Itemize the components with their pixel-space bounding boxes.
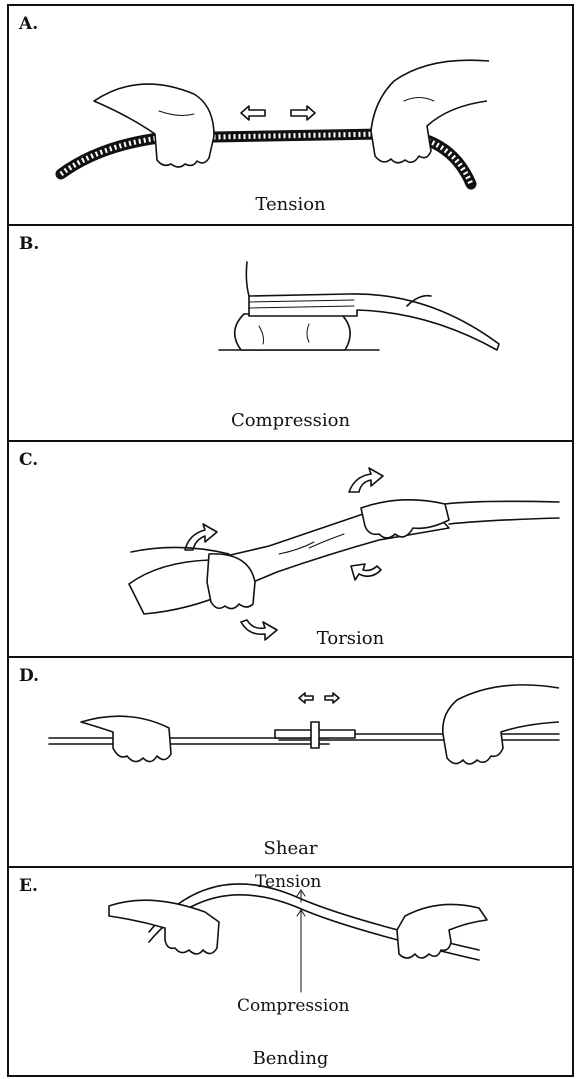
caption-compression: Compression [9, 410, 572, 431]
caption-torsion: Torsion [129, 628, 572, 649]
torsion-illustration [9, 442, 572, 656]
panel-b: B. Compression [7, 224, 574, 440]
shear-illustration [9, 658, 572, 866]
compression-illustration [9, 226, 572, 440]
caption-tension: Tension [9, 194, 572, 215]
label-compression: Compression [237, 996, 350, 1016]
bending-illustration [9, 868, 572, 1077]
panel-c: C. Torsion [7, 440, 574, 656]
tension-rope-illustration [9, 6, 572, 224]
panel-d: D. Shear [7, 656, 574, 866]
caption-bending: Bending [9, 1048, 572, 1069]
label-tension: Tension [255, 872, 321, 892]
panel-e: E. Tension Compression Bending [7, 866, 574, 1077]
panel-a: A. Tension [7, 4, 574, 224]
caption-shear: Shear [9, 838, 572, 859]
